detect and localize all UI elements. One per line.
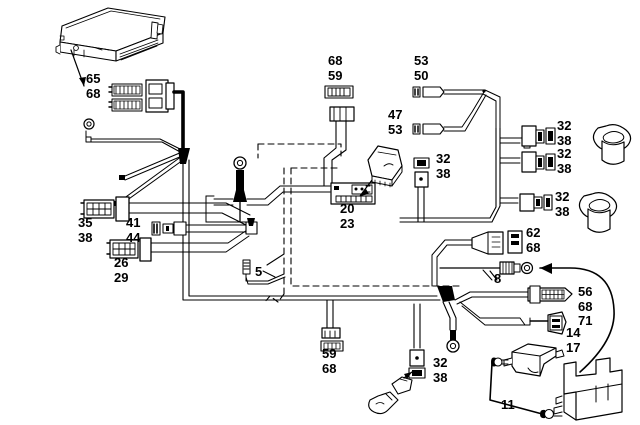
callout-32-38-center: 32 38 (436, 151, 451, 181)
callout-8: 8 (494, 271, 502, 286)
callout-leader-65-68 (70, 49, 86, 87)
callout-68-59: 68 59 (328, 53, 343, 83)
callout-32-38-right-upper: 32 38 (557, 118, 572, 148)
callout-65-68: 65 68 (86, 71, 101, 101)
fuse-box (553, 357, 623, 421)
wide-multi-pin-connector (454, 285, 573, 305)
ground-bolt-left (491, 357, 509, 367)
antenna-lead-fitting (439, 261, 534, 281)
callout-20-23: 20 23 (340, 201, 355, 231)
ground-strap-cable (489, 362, 547, 416)
twin-ribbon-connectors (108, 79, 175, 113)
bulb-socket-lower (412, 91, 487, 135)
callout-35-38: 35 38 (78, 215, 93, 245)
harness-trunk-right (399, 127, 501, 223)
callout-62-68: 62 68 (526, 225, 541, 255)
callout-47-53: 47 53 (388, 107, 403, 137)
callout-32-38-right-middle: 32 38 (557, 146, 572, 176)
harness-branch-tape-marker (242, 259, 286, 285)
callout-53-50: 53 50 (414, 53, 429, 83)
bulb-socket-upper (412, 86, 501, 129)
relay-module (503, 343, 565, 377)
bottom-sensor-connector (408, 303, 426, 379)
callout-32-38-bottom: 32 38 (433, 355, 448, 385)
routing-arrow-to-fusebox (539, 263, 615, 373)
callout-11: 11 (501, 397, 515, 412)
control-unit-module (55, 7, 166, 62)
callout-26-29: 26 29 (114, 255, 129, 285)
sensor-connector-right-upper (499, 125, 556, 149)
multi-pin-connector-left-lower (106, 227, 251, 262)
wire-group-left (85, 136, 184, 207)
eyelet-ring-terminal-left (83, 118, 95, 138)
callout-5: 5 (255, 264, 263, 279)
small-flat-connector (459, 301, 567, 335)
multi-pin-connector-left-upper (80, 196, 251, 228)
grommet-lower (578, 192, 618, 233)
switch-panel-20-23 (330, 182, 376, 205)
sensor-connector-right-middle (499, 151, 556, 173)
switch-module (367, 145, 403, 188)
bottom-center-connector (320, 340, 344, 352)
eyelet-ring-terminal-center (233, 156, 247, 223)
top-center-connector (323, 85, 355, 183)
callout-32-38-right-lower: 32 38 (555, 189, 570, 219)
callout-14-17: 14 17 (566, 325, 581, 355)
inline-bullet-connector (151, 221, 249, 236)
sensor-connector-right-lower (499, 193, 553, 212)
callout-59-68: 59 68 (322, 346, 337, 376)
grommet-upper (592, 124, 632, 165)
callout-56-68-71: 56 68 71 (578, 284, 593, 329)
sensor-connector-center (413, 157, 430, 223)
callout-leader-5 (266, 253, 285, 266)
callout-leader-8 (489, 270, 498, 281)
rectangular-plug-connector (431, 230, 523, 287)
harness-center-branch (205, 185, 331, 223)
bulb-holder-bottom (368, 391, 399, 415)
callout-leader-20-23 (359, 179, 373, 197)
harness-junction-left-mid (245, 218, 258, 235)
bottom-center-drop (321, 299, 341, 339)
callout-41-44: 41 44 (126, 215, 141, 245)
harness-junction-upper (178, 148, 190, 164)
dashed-route-outline (257, 143, 463, 304)
harness-junction-bottom-right (399, 286, 457, 331)
harness-trunk-main (182, 159, 401, 301)
harness-trunk-upper (172, 90, 185, 150)
bulb-holder-mid (391, 371, 413, 395)
eyelet-ring-terminal-bottom (446, 330, 460, 353)
